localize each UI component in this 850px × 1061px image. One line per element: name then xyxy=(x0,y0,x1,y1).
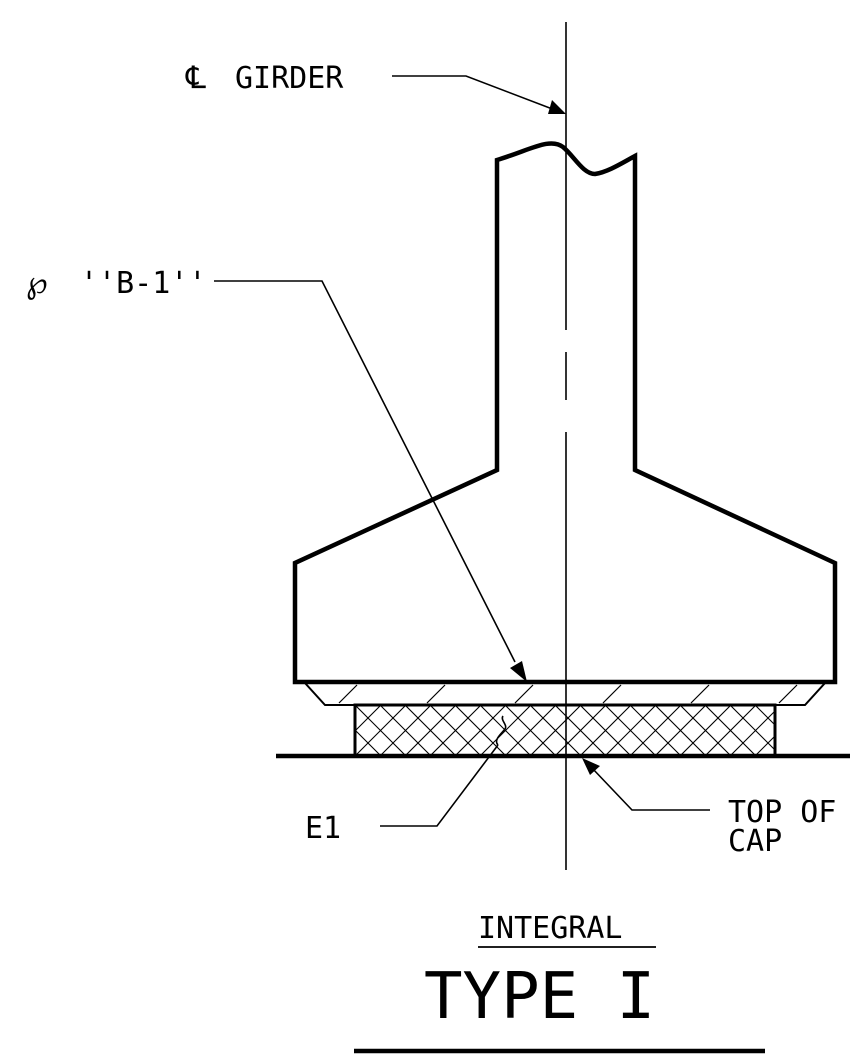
bearing-plate-b1 xyxy=(302,682,828,706)
cl-girder-leader xyxy=(392,75,566,114)
integral-label: INTEGRAL xyxy=(478,911,623,946)
e1-label: E1 xyxy=(305,811,341,846)
cl-symbol: ℄ xyxy=(185,60,206,96)
top-of-cap-leader xyxy=(582,758,710,811)
top-of-cap-label-line1: TOP OF xyxy=(728,795,836,830)
girder-outline xyxy=(292,141,838,685)
e1-leader xyxy=(380,715,507,827)
elastomeric-pad-e1 xyxy=(353,703,777,758)
pl-b1-leader xyxy=(214,280,527,682)
type-title: TYPE I xyxy=(424,960,655,1034)
pl-symbol: ℘ xyxy=(26,265,48,301)
cl-girder-label: GIRDER xyxy=(235,61,344,96)
pl-b1-label: ''B-1'' xyxy=(80,266,206,301)
top-of-cap-label-line2: CAP xyxy=(728,824,782,859)
